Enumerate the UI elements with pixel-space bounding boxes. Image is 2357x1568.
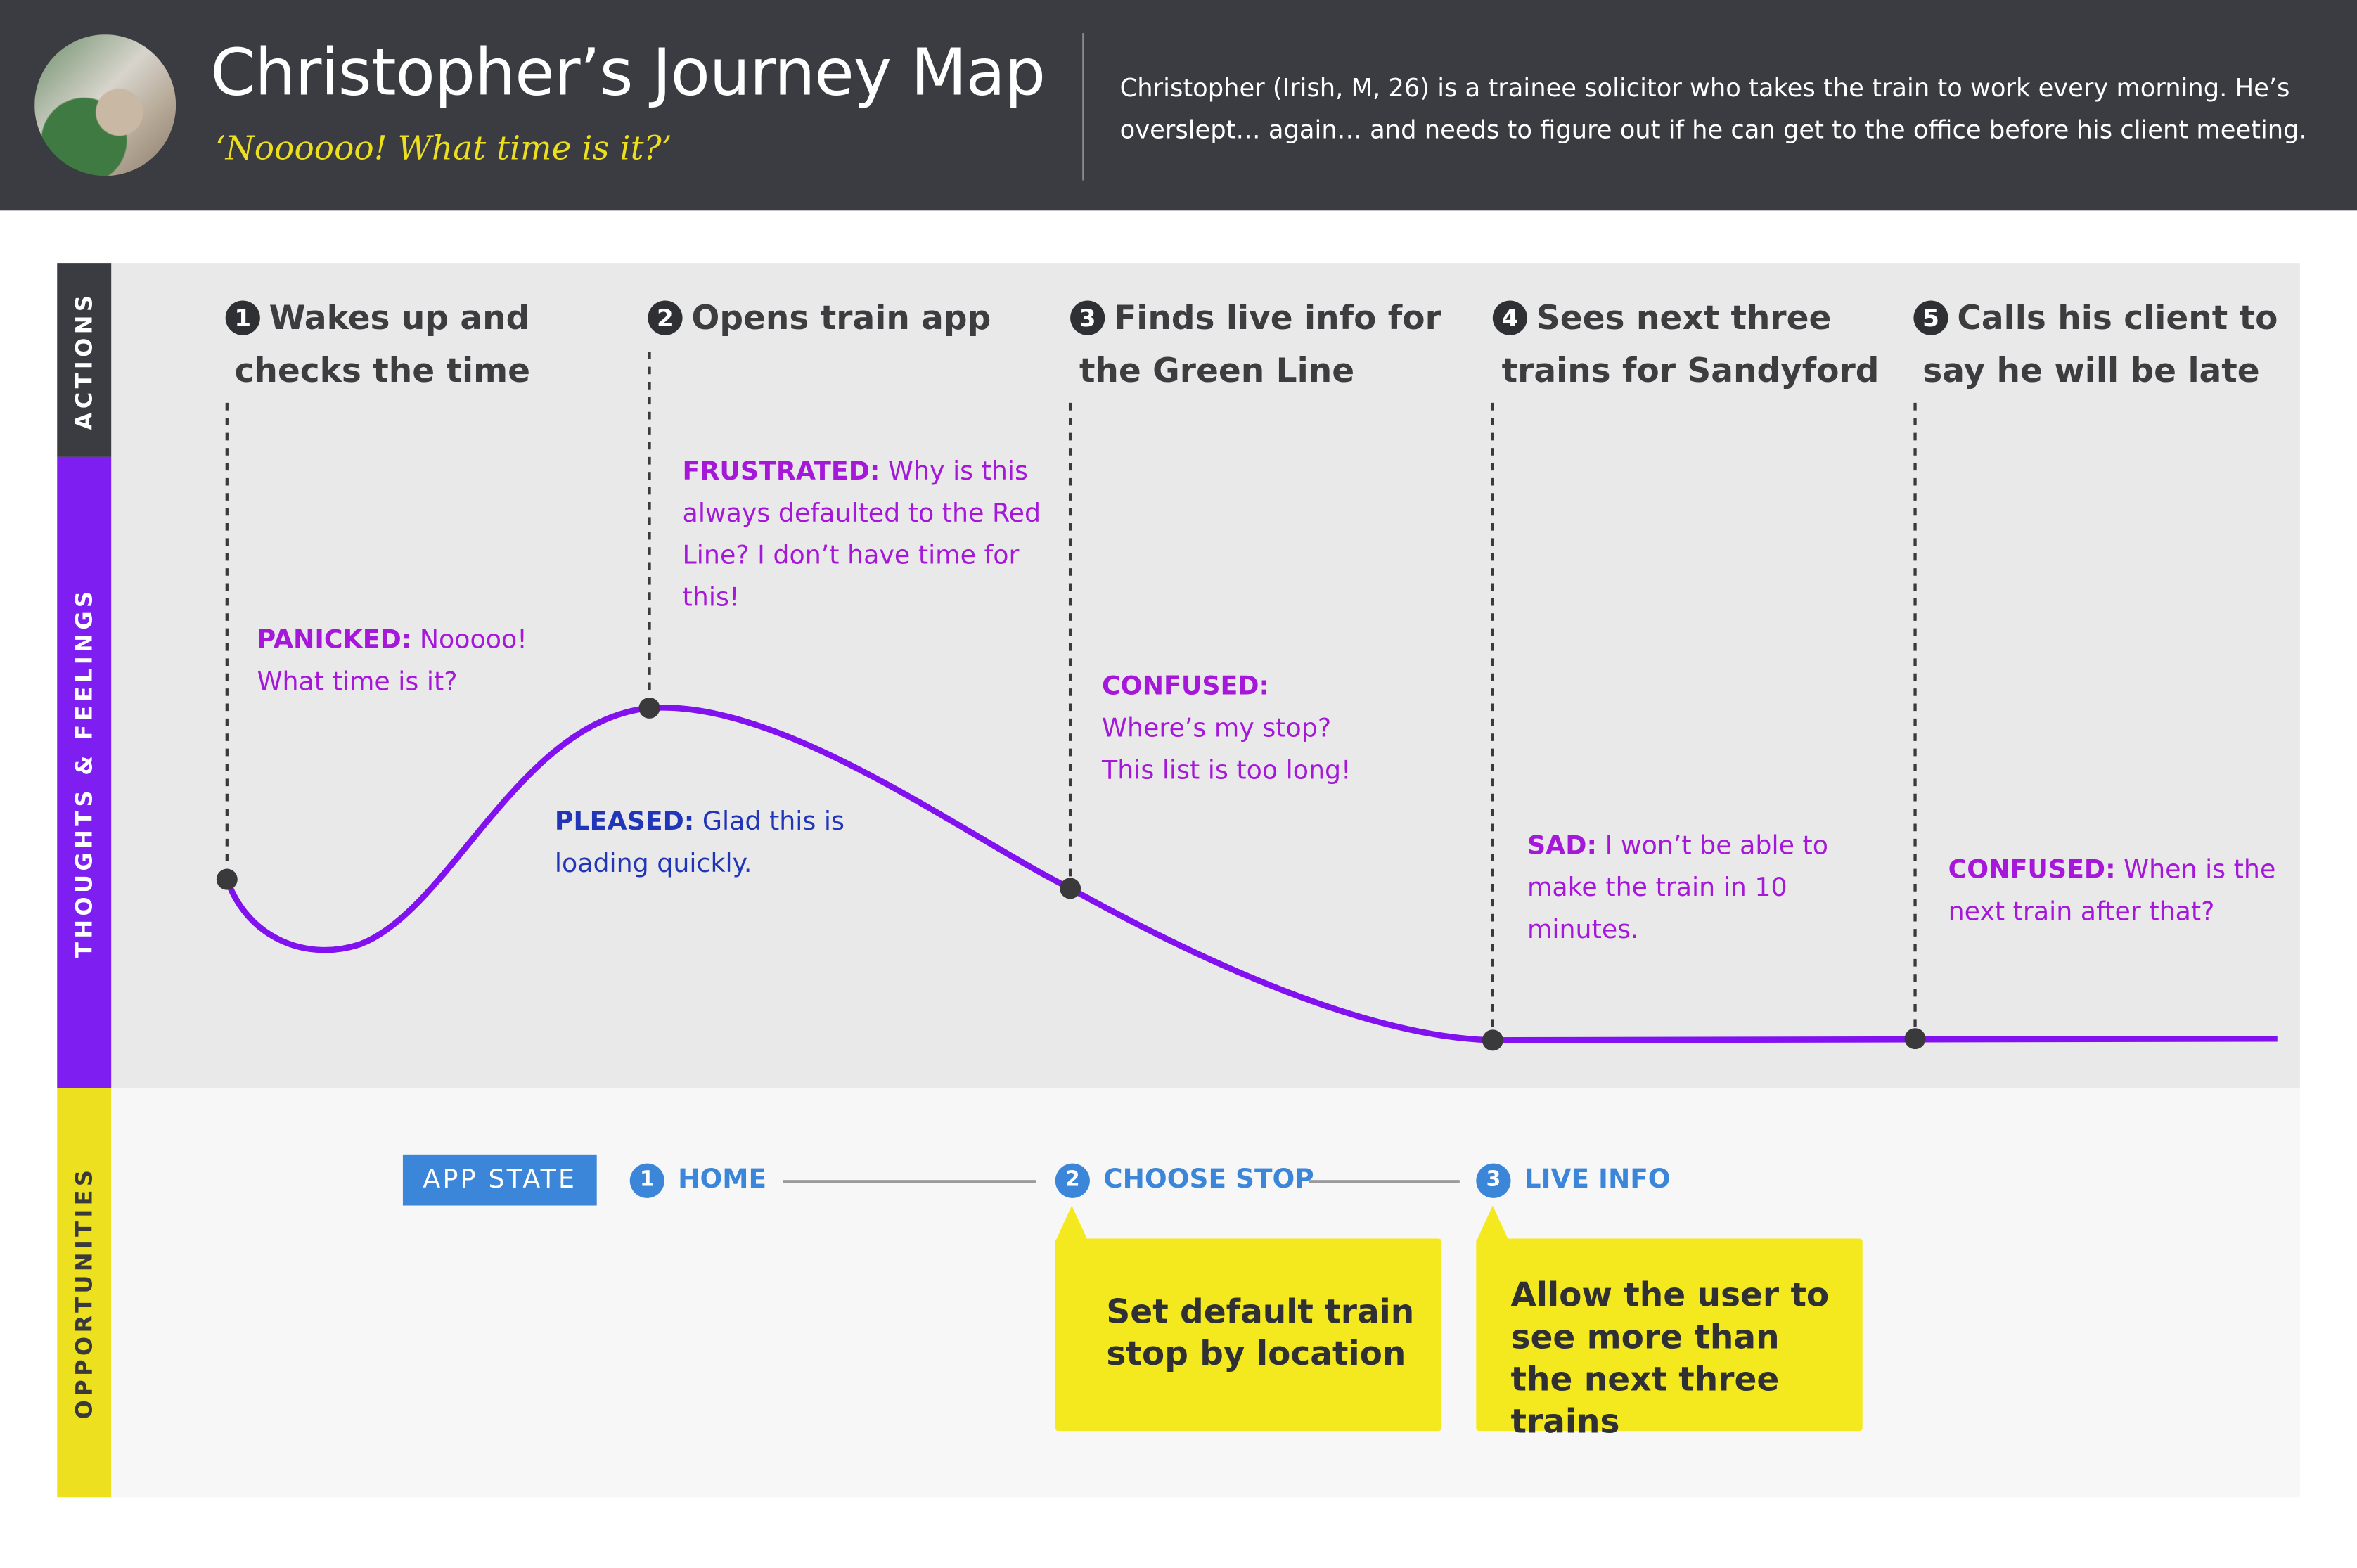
action-text-line: Calls his client to <box>1957 300 2278 339</box>
action-text-line: Sees next three <box>1536 300 1832 339</box>
action-text-line: the Green Line <box>1079 353 1355 391</box>
persona-description: Christopher (Irish, M, 26) is a trainee … <box>1119 73 2307 145</box>
emotion-curve <box>224 705 2278 1043</box>
feeling-text: Where’s my stop? This list is too long! <box>1102 714 1351 787</box>
feeling-label: FRUSTRATED: <box>682 456 880 487</box>
state-connector <box>783 1180 1036 1183</box>
step-number-badge: 2 <box>648 300 683 335</box>
feeling-label: PANICKED: <box>257 625 412 656</box>
action-text-line: Finds live info for <box>1114 300 1441 339</box>
step-number-badge: 4 <box>1492 300 1528 335</box>
state-number-badge: 3 <box>1476 1163 1511 1198</box>
feeling-panicked: PANICKED: Nooooo! What time is it? <box>257 619 558 704</box>
band-actions: ACTIONS <box>57 263 112 457</box>
feeling-frustrated: FRUSTRATED: Why is this always defaulted… <box>683 451 1043 619</box>
header-bar <box>0 0 2357 211</box>
step-2-marker <box>638 697 660 719</box>
feeling-text: Glad this is loading quickly. <box>554 807 844 880</box>
action-text-line: Wakes up and <box>269 300 530 339</box>
state-number-badge: 1 <box>629 1163 664 1198</box>
action-step-1: 1 Wakes up and checks the time <box>225 293 531 399</box>
action-text-line: checks the time <box>234 353 531 391</box>
persona-avatar <box>34 34 176 176</box>
state-connector <box>1309 1180 1460 1183</box>
feeling-text: Nooooo! What time is it? <box>257 625 527 698</box>
feeling-label: CONFUSED: <box>1948 855 2116 886</box>
feeling-text: I won’t be able to make the train in 10 … <box>1527 831 1828 946</box>
feeling-sad: SAD: I won’t be able to make the train i… <box>1527 825 1843 952</box>
band-opportunities: OPPORTUNITIES <box>57 1088 112 1498</box>
feeling-label: PLEASED: <box>554 807 695 837</box>
step-number-badge: 1 <box>225 300 260 335</box>
feeling-label: CONFUSED: <box>1102 671 1270 702</box>
app-state-live-info: 3 LIVE INFO <box>1476 1162 1671 1198</box>
note-pointer <box>1476 1205 1510 1242</box>
step-4-marker <box>1482 1029 1503 1051</box>
state-number-badge: 2 <box>1055 1163 1090 1198</box>
action-text-line: Opens train app <box>691 300 991 339</box>
persona-quote: ‘Noooooo! What time is it?’ <box>214 130 672 169</box>
actions-thoughts-panel <box>111 263 2300 1088</box>
feeling-pleased: PLEASED: Glad this is loading quickly. <box>555 801 856 885</box>
action-step-3: 3 Finds live info for the Green Line <box>1070 293 1441 399</box>
state-label: HOME <box>678 1164 767 1195</box>
step-number-badge: 3 <box>1070 300 1105 335</box>
opportunity-note-default-stop: Set default train stop by location <box>1055 1238 1442 1432</box>
page-title: Christopher’s Journey Map <box>210 36 1046 112</box>
action-text-line: say he will be late <box>1922 353 2260 391</box>
action-step-5: 5 Calls his client to say he will be late <box>1913 293 2278 399</box>
action-text-line: trains for Sandyford <box>1501 353 1880 391</box>
state-label: CHOOSE STOP <box>1103 1164 1314 1195</box>
feeling-confused-stop: CONFUSED: Where’s my stop? This list is … <box>1102 666 1380 792</box>
app-state-home: 1 HOME <box>629 1162 767 1198</box>
state-label: LIVE INFO <box>1524 1164 1671 1195</box>
header-divider <box>1082 33 1084 181</box>
opportunity-text: Allow the user to see more than the next… <box>1510 1278 1830 1442</box>
step-1-marker <box>216 868 238 890</box>
band-thoughts-feelings: THOUGHTS & FEELINGS <box>57 456 112 1088</box>
feeling-label: SAD: <box>1527 831 1598 861</box>
feeling-confused-next-train: CONFUSED: When is the next train after t… <box>1948 849 2287 934</box>
step-3-marker <box>1060 878 1081 899</box>
step-5-marker <box>1904 1028 1926 1050</box>
opportunity-text: Set default train stop by location <box>1106 1294 1415 1374</box>
note-pointer <box>1055 1205 1088 1242</box>
feeling-text: When is the next train after that? <box>1948 855 2276 928</box>
opportunity-note-more-trains: Allow the user to see more than the next… <box>1476 1238 1863 1441</box>
app-state-tag: APP STATE <box>402 1154 597 1206</box>
app-state-choose-stop: 2 CHOOSE STOP <box>1055 1162 1314 1198</box>
step-number-badge: 5 <box>1913 300 1948 335</box>
feeling-text: Why is this always defaulted to the Red … <box>682 456 1041 614</box>
